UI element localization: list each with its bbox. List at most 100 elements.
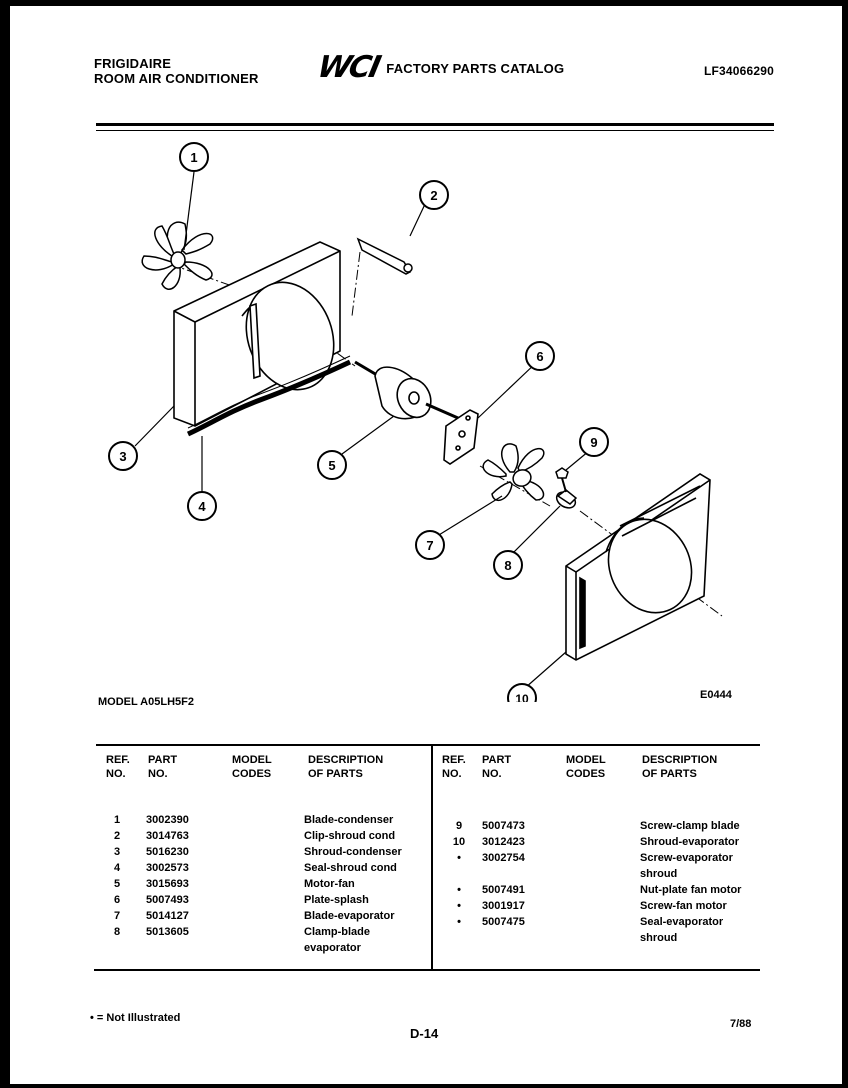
table-cell: 5007493 [146,894,189,906]
header-ref-right: REF.NO. [442,754,466,780]
table-cell: 3 [114,846,121,858]
svg-text:5: 5 [328,458,335,473]
fan-motor [354,360,459,420]
table-cell: 3012423 [482,836,525,848]
table-cell: Clamp-blade [304,926,371,938]
shroud-clip [356,237,413,275]
table-bottom-rule [94,969,760,971]
callout-1: 1 [179,142,209,172]
table-cell: 8 [114,926,121,938]
catalog-heading: WCI FACTORY PARTS CATALOG [314,50,565,85]
table-cell: • [457,900,461,912]
right-desc-column: Screw-clamp blade Shroud-evaporator Scre… [640,818,741,946]
table-cell: evaporator [304,942,361,954]
table-top-rule [96,744,760,746]
table-cell: • [457,916,461,928]
svg-text:4: 4 [198,499,206,514]
table-cell: 3014763 [146,830,189,842]
callout-2: 2 [419,180,449,210]
table-cell: Plate-splash [304,894,369,906]
callout-5: 5 [317,450,347,480]
model-label: MODEL A05LH5F2 [98,696,194,708]
diagram-code: E0444 [700,689,732,701]
brand-block: FRIGIDAIRE ROOM AIR CONDITIONER [94,56,259,86]
svg-text:1: 1 [190,150,197,165]
exploded-parts-diagram: 1 2 3 4 5 6 7 8 9 10 [108,142,723,702]
table-cell: Clip-shroud cond [304,830,396,842]
svg-text:6: 6 [536,349,543,364]
callout-6: 6 [525,341,555,371]
left-part-column: 3002390 3014763 5016230 3002573 3015693 … [146,812,189,940]
table-cell: 5007491 [482,884,525,896]
header-rule-thin [96,130,774,131]
table-cell: 5007473 [482,820,525,832]
leader-lines [134,171,596,689]
table-cell: Shroud-evaporator [640,836,740,848]
table-cell: shroud [640,932,678,944]
table-cell: 3001917 [482,900,525,912]
table-cell [450,866,468,882]
svg-text:10: 10 [515,692,529,702]
table-cell: Screw-fan motor [640,900,727,912]
table-cell: 5007475 [482,916,525,928]
table-cell: 3015693 [146,878,189,890]
table-cell: 5013605 [146,926,189,938]
table-cell: • [457,884,461,896]
table-cell: 3002390 [146,814,189,826]
table-cell: shroud [640,868,678,880]
table-cell: 7 [114,910,121,922]
catalog-number: LF34066290 [703,64,774,78]
splash-plate [443,409,479,465]
table-cell: Screw-evaporator [640,852,733,864]
table-cell: Seal-shroud cond [304,862,397,874]
table-cell: 5014127 [146,910,189,922]
callout-4: 4 [187,491,217,521]
svg-text:7: 7 [426,538,433,553]
clamp-screw [555,467,569,493]
svg-text:9: 9 [590,435,597,450]
table-cell: Blade-condenser [304,814,394,826]
table-cell: 2 [114,830,121,842]
blade-clamp [555,489,578,509]
table-cell: 1 [114,814,121,826]
table-cell: 6 [114,894,121,906]
header-ref-left: REF.NO. [106,754,130,780]
table-cell: 5016230 [146,846,189,858]
table-cell: Seal-evaporator [640,916,724,928]
svg-text:3: 3 [119,449,126,464]
table-cell: Nut-plate fan motor [640,884,742,896]
condenser-shroud [173,241,341,427]
revision-date: 7/88 [730,1018,752,1030]
table-cell: 3002754 [482,852,525,864]
right-ref-column: 9 10 • • • • [450,818,468,930]
table-cell: 10 [452,836,466,848]
table-cell [482,866,525,882]
condenser-blade [141,221,214,290]
table-cell: Shroud-condenser [304,846,402,858]
svg-text:8: 8 [504,558,511,573]
catalog-title: FACTORY PARTS CATALOG [386,60,565,76]
brand-name: FRIGIDAIRE [94,56,172,71]
table-cell: Motor-fan [304,878,355,890]
table-cell: 5 [114,878,121,890]
left-ref-column: 1 2 3 4 5 6 7 8 [114,812,120,940]
evaporator-shroud [565,473,711,661]
table-cell: • [457,852,461,864]
page-number: D-14 [410,1026,439,1041]
table-cell: Blade-evaporator [304,910,395,922]
callout-9: 9 [579,427,609,457]
table-cell: 3002573 [146,862,189,874]
callout-3: 3 [108,441,138,471]
not-illustrated-footnote: • = Not Illustrated [90,1012,181,1024]
right-part-column: 5007473 3012423 3002754 5007491 3001917 … [482,818,525,930]
product-type: ROOM AIR CONDITIONER [94,71,259,86]
wci-logo: WCI [314,50,383,85]
callout-7: 7 [415,530,445,560]
header-rule [96,123,774,126]
callout-10: 10 [507,683,537,702]
left-desc-column: Blade-condenser Clip-shroud cond Shroud-… [304,812,402,956]
